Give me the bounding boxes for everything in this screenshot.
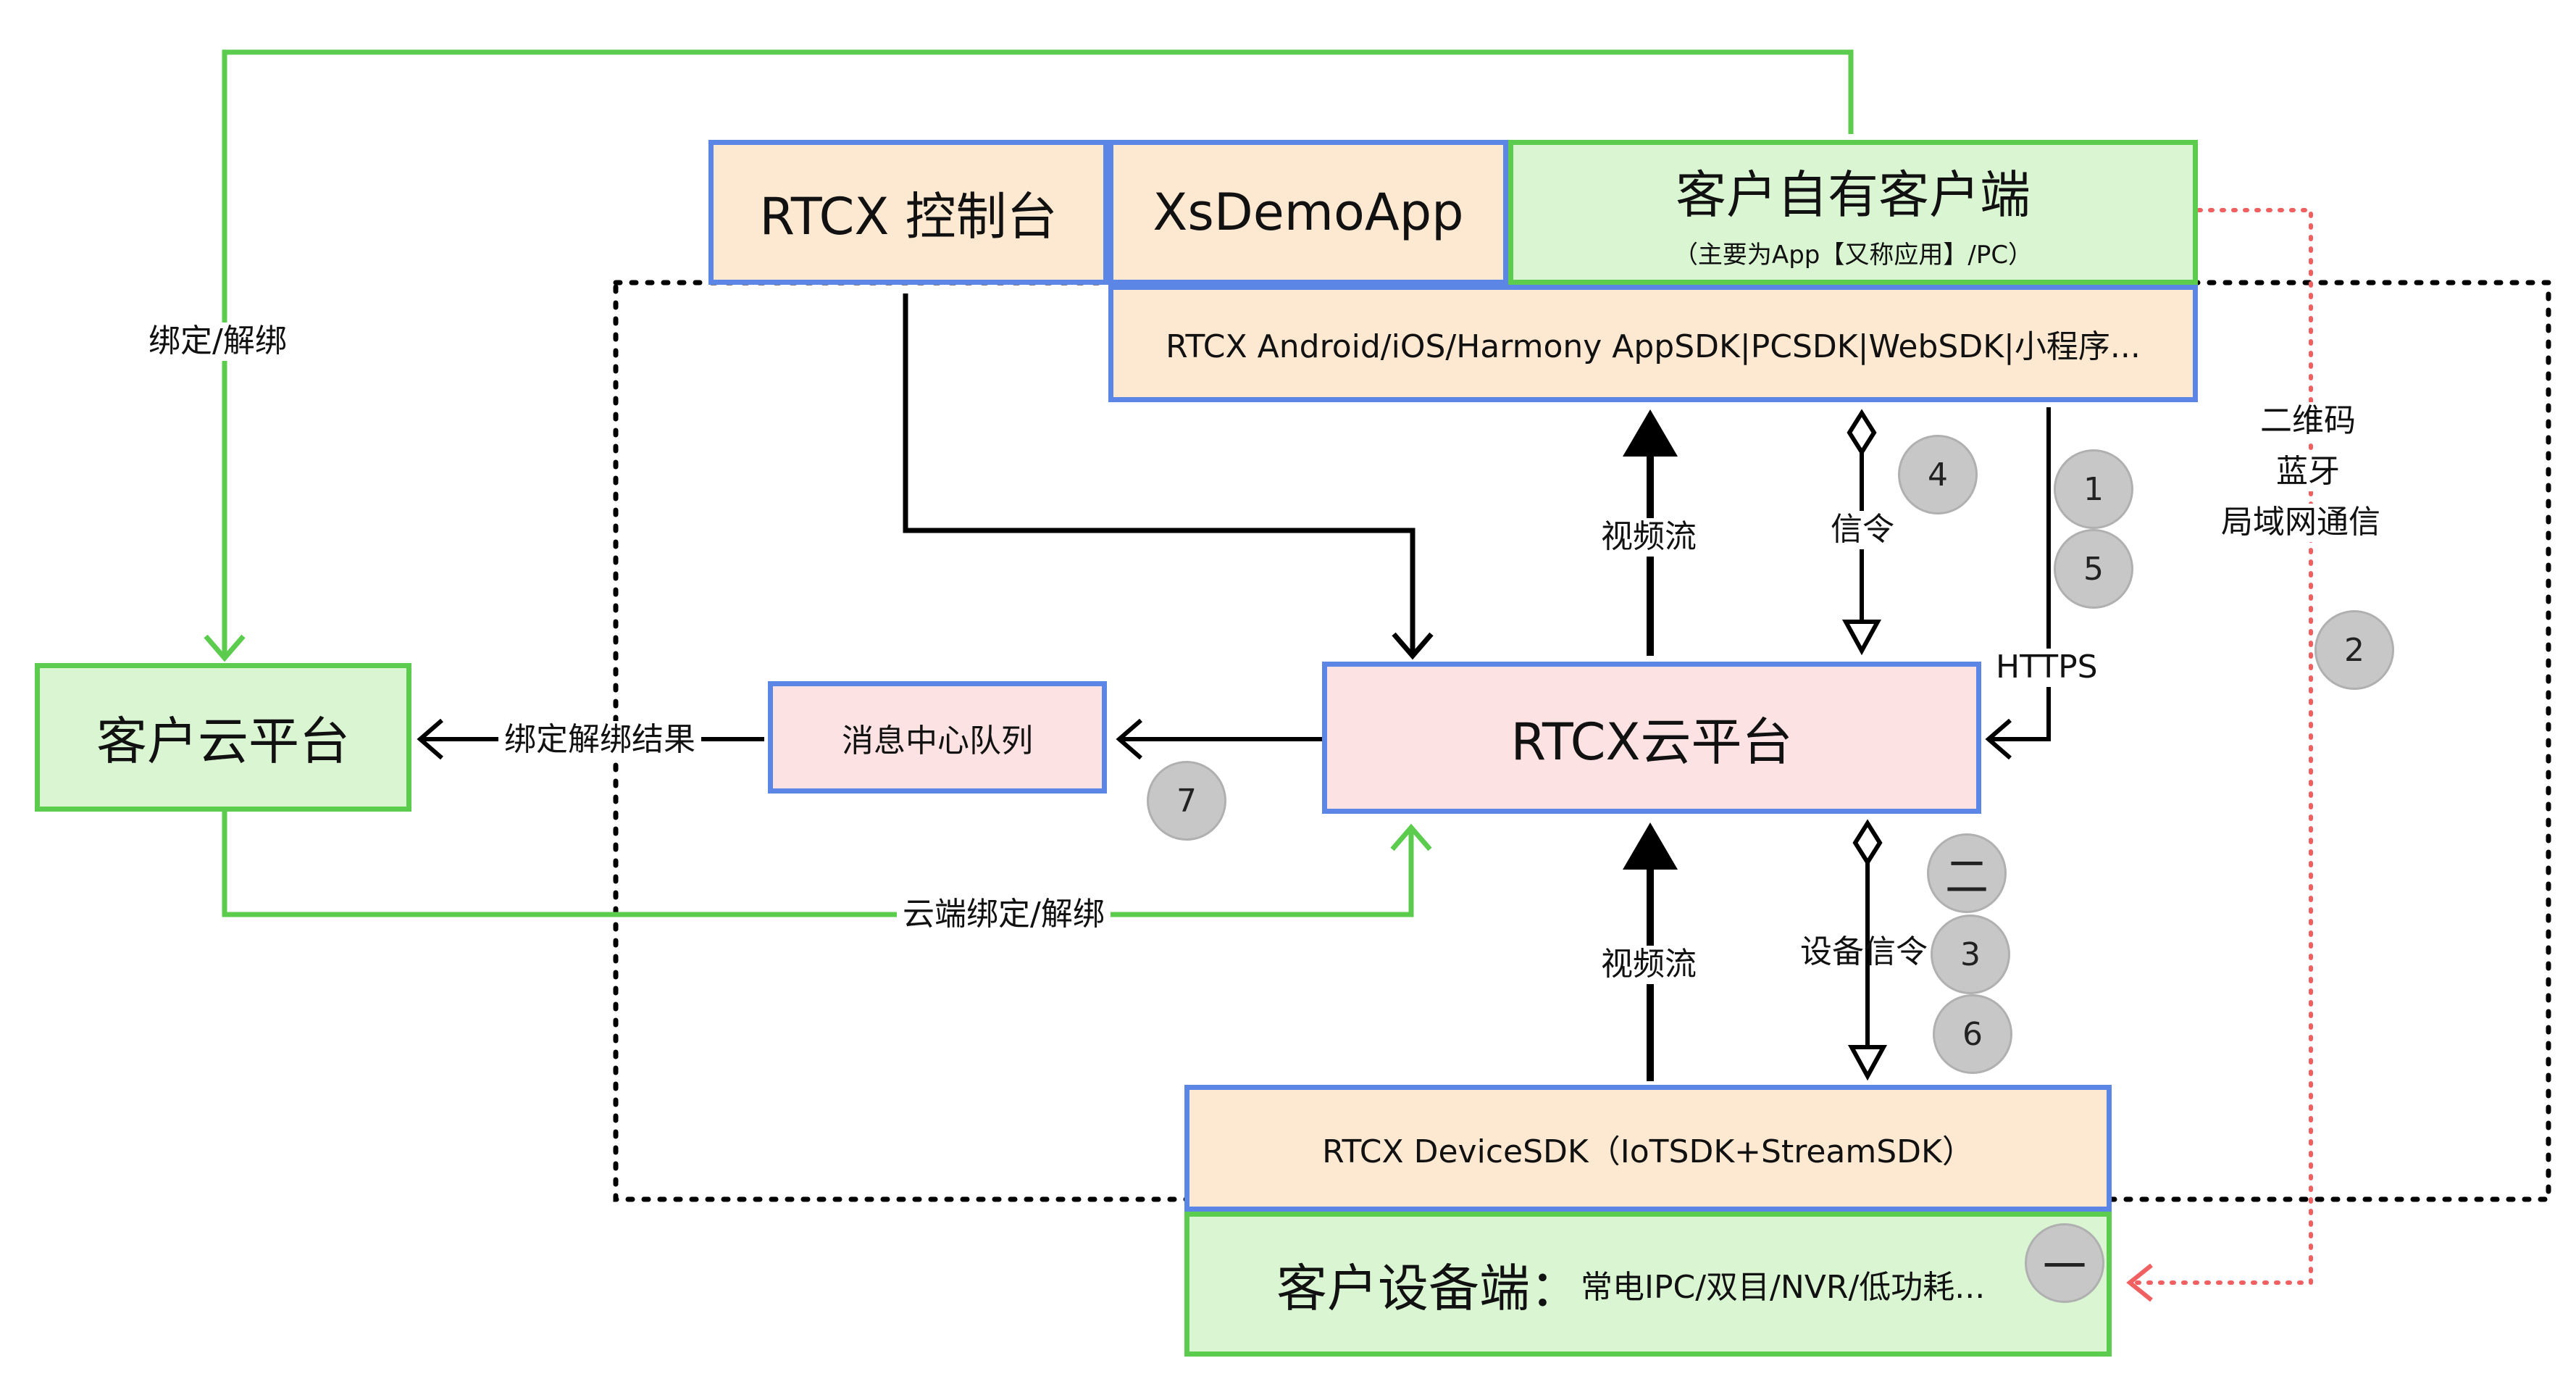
step-badge-6: 6 xyxy=(1933,994,2012,1074)
step-badge-er: 二 xyxy=(1927,833,2007,913)
rtcx-cloud-box: RTCX云平台 xyxy=(1322,662,1981,814)
step-badge-2: 2 xyxy=(2314,610,2394,690)
cloud-bind-line-arrowhead xyxy=(1390,823,1432,851)
customer-client-box: 客户自有客户端 （主要为App【又称应用】/PC） xyxy=(1508,140,2198,285)
customer-cloud-box: 客户云平台 xyxy=(35,663,411,812)
customer-device-box: 客户设备端： 常电IPC/双目/NVR/低功耗... xyxy=(1184,1212,2112,1357)
customer-device-title: 客户设备端： xyxy=(1276,1258,1581,1318)
cloud-bind-label: 云端绑定/解绑 xyxy=(897,896,1111,934)
app-sdk-label: RTCX Android/iOS/Harmony AppSDK|PCSDK|We… xyxy=(1166,328,2141,365)
signaling-diamond xyxy=(1847,409,1877,457)
console-line xyxy=(903,293,1415,656)
https-arrowhead xyxy=(1985,718,2012,760)
video-stream-top-label: 视频流 xyxy=(1601,518,1697,557)
qr-code-label: 二维码 xyxy=(2260,402,2356,441)
video-stream-top-arrowhead xyxy=(1623,409,1678,457)
bind-line-top-arrowhead xyxy=(204,634,246,662)
step-badge-4: 4 xyxy=(1898,435,1978,515)
rtcx-cloud-label: RTCX云平台 xyxy=(1510,712,1793,772)
app-sdk-box: RTCX Android/iOS/Harmony AppSDK|PCSDK|We… xyxy=(1108,285,2198,402)
device-signaling-label: 设备信令 xyxy=(1800,933,1928,970)
step-badge-7: 7 xyxy=(1147,761,1226,841)
video-stream-bottom-label: 视频流 xyxy=(1601,946,1697,984)
xsdemo-app-label: XsDemoApp xyxy=(1153,183,1464,242)
device-signaling-arrowhead xyxy=(1847,1045,1888,1081)
customer-device-subtitle: 常电IPC/双目/NVR/低功耗... xyxy=(1581,1269,1986,1306)
message-queue-box: 消息中心队列 xyxy=(768,681,1107,794)
cloud-to-queue-arrowhead xyxy=(1116,718,1142,760)
console-line-arrowhead xyxy=(1392,632,1434,660)
video-stream-bottom-arrowhead xyxy=(1623,822,1678,870)
step-badge-3: 3 xyxy=(1931,915,2010,994)
https-line xyxy=(1989,407,2051,741)
xsdemo-app-box: XsDemoApp xyxy=(1108,140,1508,285)
device-sdk-box: RTCX DeviceSDK（IoTSDK+StreamSDK） xyxy=(1184,1085,2112,1212)
customer-client-title: 客户自有客户端 xyxy=(1676,165,2031,225)
https-label: HTTPS xyxy=(1996,649,2098,687)
bind-result-label: 绑定解绑结果 xyxy=(498,721,701,759)
device-signaling-diamond xyxy=(1852,819,1883,867)
signaling-label: 信令 xyxy=(1831,511,1894,549)
rtcx-console-label: RTCX 控制台 xyxy=(759,186,1058,246)
cloud-bind-line xyxy=(222,812,1414,917)
step-badge-5: 5 xyxy=(2054,529,2133,609)
bluetooth-label: 蓝牙 xyxy=(2276,453,2340,491)
pairing-arrowhead xyxy=(2126,1263,2153,1302)
queue-to-cloud-arrowhead xyxy=(417,718,443,760)
bind-unbind-label: 绑定/解绑 xyxy=(149,322,287,361)
device-sdk-label: RTCX DeviceSDK（IoTSDK+StreamSDK） xyxy=(1322,1133,1974,1170)
signaling-arrowhead xyxy=(1841,620,1882,656)
step-badge-1: 1 xyxy=(2054,449,2133,529)
customer-client-subtitle: （主要为App【又称应用】/PC） xyxy=(1673,241,2033,270)
rtcx-console-box: RTCX 控制台 xyxy=(708,140,1108,285)
step-badge-yi: 一 xyxy=(2025,1223,2104,1303)
pairing-line xyxy=(2128,208,2313,1285)
lan-label: 局域网通信 xyxy=(2221,504,2380,542)
message-queue-label: 消息中心队列 xyxy=(842,722,1033,759)
customer-cloud-label: 客户云平台 xyxy=(96,712,350,771)
